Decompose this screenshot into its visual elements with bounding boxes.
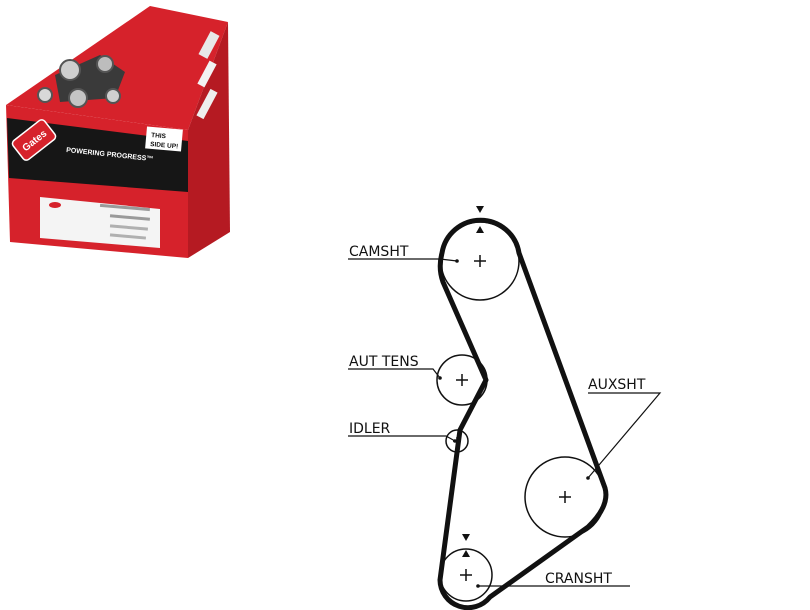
leader-auto-tensioner [348, 368, 441, 379]
timing-belt [437, 217, 609, 610]
timing-mark-crank [462, 534, 470, 557]
this-side-up-label [145, 126, 183, 152]
leader-camshaft [348, 258, 458, 262]
label-crankshaft: CRANSHT [545, 571, 612, 587]
leader-aux-shaft [587, 392, 662, 479]
this-side-up-line1: THIS [151, 132, 167, 140]
box-side-print [196, 31, 220, 120]
product-box: Gates POWERING PROGRESS™ THIS SIDE UP! [6, 6, 230, 258]
label-auto-tensioner: AUT TENS [349, 354, 419, 370]
box-top-illustration [37, 55, 125, 108]
leader-idler [348, 435, 456, 442]
label-camshaft: CAMSHT [349, 244, 409, 260]
label-print [49, 202, 151, 240]
label-idler: IDLER [349, 421, 391, 437]
label-aux-shaft: AUXSHT [588, 377, 646, 393]
timing-mark-top [476, 206, 484, 233]
box-side-face [188, 22, 230, 258]
this-side-up-line2: SIDE UP! [150, 141, 179, 150]
belt-layout-diagram [348, 206, 662, 610]
